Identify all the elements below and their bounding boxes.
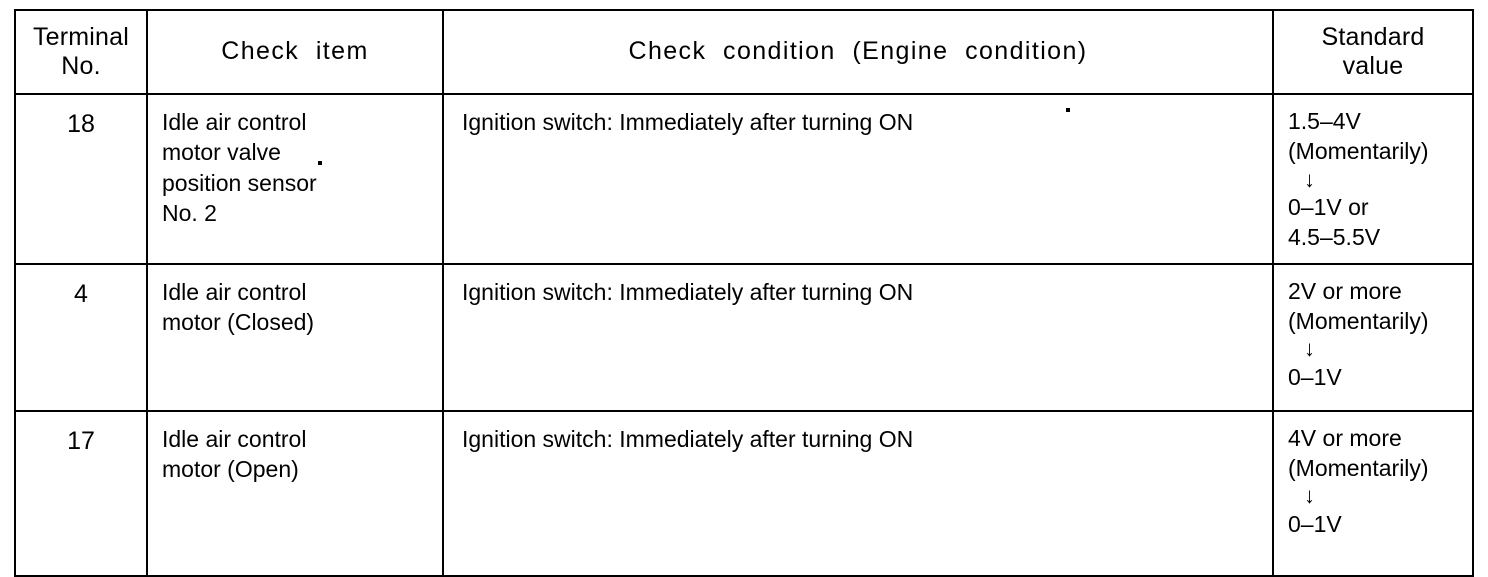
cell-standard-value: 1.5–4V (Momentarily) ↓ 0–1V or 4.5–5.5V: [1272, 93, 1474, 265]
table-header-row: Terminal No. Check item Check condition …: [14, 9, 1474, 95]
column-header-terminal-no-line-2: No.: [61, 52, 101, 80]
cell-check-item: Idle air control motor valve position se…: [146, 93, 444, 265]
cell-check-item: Idle air control motor (Closed): [146, 262, 444, 412]
cell-standard-value: 4V or more (Momentarily) ↓ 0–1V: [1272, 409, 1474, 577]
table-row: 18 Idle air control motor valve position…: [14, 93, 1474, 265]
check-item-line: Idle air control: [162, 278, 307, 305]
check-condition-line: Ignition switch: Immediately after turni…: [462, 278, 914, 305]
cell-terminal-no: 4: [14, 262, 148, 412]
cell-check-item: Idle air control motor (Open): [146, 409, 444, 577]
down-arrow-icon: ↓: [1304, 166, 1315, 192]
check-item-line: motor (Closed): [162, 309, 315, 336]
table-row: 4 Idle air control motor (Closed) Igniti…: [14, 262, 1474, 412]
column-header-terminal-no: Terminal No.: [14, 9, 148, 95]
check-condition-line: Ignition switch: Immediately after turni…: [462, 425, 914, 452]
check-item-line: Idle air control: [162, 425, 307, 452]
down-arrow-icon: ↓: [1304, 483, 1315, 509]
column-header-check-item-line-1: Check item: [221, 37, 369, 66]
table-row: 17 Idle air control motor (Open) Ignitio…: [14, 409, 1474, 577]
table-header: Terminal No. Check item Check condition …: [14, 9, 1474, 95]
standard-value-after-line: 0–1V or: [1288, 193, 1369, 220]
table-body: 18 Idle air control motor valve position…: [14, 93, 1474, 577]
column-header-terminal-no-line-1: Terminal: [32, 22, 130, 51]
check-item-line: Idle air control: [162, 109, 307, 135]
standard-value-before-line: 4V or more: [1288, 424, 1402, 451]
standard-value-after-line: 4.5–5.5V: [1288, 223, 1381, 250]
check-item-line: No. 2: [162, 200, 217, 227]
standard-value-after-line: 0–1V: [1288, 363, 1342, 390]
check-item-line: motor valve: [162, 139, 281, 166]
cell-terminal-no: 17: [14, 409, 148, 577]
check-item-line: motor (Open): [162, 456, 299, 483]
column-header-check-condition: Check condition (Engine condition): [442, 9, 1274, 95]
cell-check-condition: Ignition switch: Immediately after turni…: [442, 93, 1274, 265]
check-item-line: position sensor: [162, 169, 317, 196]
column-header-standard-value: Standard value: [1272, 9, 1474, 95]
standard-value-before-line: 1.5–4V: [1288, 108, 1361, 134]
terminal-check-table: Terminal No. Check item Check condition …: [14, 9, 1474, 577]
cell-standard-value: 2V or more (Momentarily) ↓ 0–1V: [1272, 262, 1474, 412]
standard-value-before-line: (Momentarily): [1288, 137, 1429, 164]
scan-speck: [1066, 108, 1070, 112]
cell-check-condition: Ignition switch: Immediately after turni…: [442, 409, 1274, 577]
column-header-standard-value-line-2: value: [1342, 52, 1404, 80]
scan-speck: [318, 161, 322, 165]
standard-value-after-line: 0–1V: [1288, 510, 1342, 537]
document-page: Terminal No. Check item Check condition …: [14, 9, 1474, 577]
column-header-standard-value-line-1: Standard: [1321, 22, 1425, 51]
cell-check-condition: Ignition switch: Immediately after turni…: [442, 262, 1274, 412]
down-arrow-icon: ↓: [1304, 336, 1315, 362]
cell-terminal-no: 18: [14, 93, 148, 265]
column-header-check-condition-line-1: Check condition (Engine condition): [628, 37, 1088, 66]
check-condition-line: Ignition switch: Immediately after turni…: [462, 109, 914, 135]
standard-value-before-line: (Momentarily): [1288, 454, 1429, 481]
standard-value-before-line: (Momentarily): [1288, 307, 1429, 334]
standard-value-before-line: 2V or more: [1288, 277, 1402, 304]
column-header-check-item: Check item: [146, 9, 444, 95]
